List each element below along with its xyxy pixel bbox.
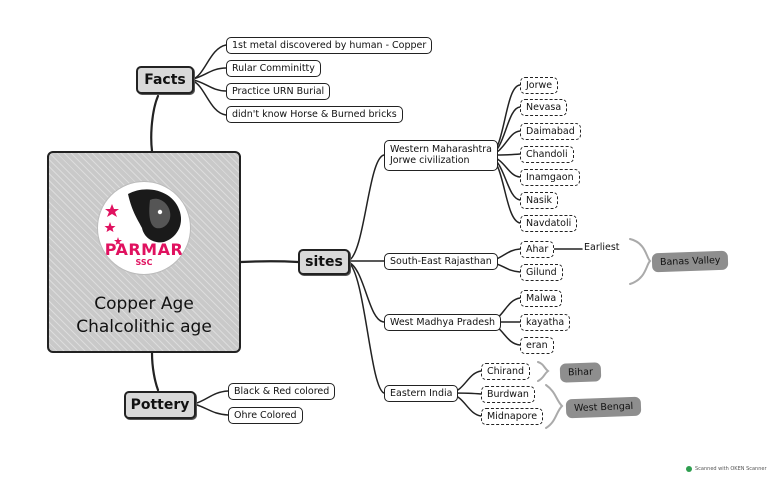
region-se-rajasthan: South-East Rajasthan — [384, 253, 498, 270]
site-item: Gilund — [520, 264, 563, 281]
site-item: eran — [520, 337, 554, 354]
central-title: Copper Age Chalcolithic age — [49, 293, 239, 339]
fact-item: Practice URN Burial — [226, 83, 331, 100]
scanner-logo-icon — [686, 466, 692, 472]
region-line2: Jorwe civilization — [390, 155, 470, 167]
site-item: Ahar — [520, 241, 555, 258]
central-title-line1: Copper Age — [94, 294, 194, 314]
note-banas-valley: Banas Valley — [651, 250, 729, 273]
logo-emblem: PARMAR SSC — [97, 181, 191, 275]
region-line1: Western Maharashtra — [390, 144, 492, 155]
category-sites: sites — [298, 249, 350, 275]
site-item: Nasik — [520, 192, 559, 209]
fact-item: 1st metal discovered by human - Copper — [226, 37, 433, 54]
site-item: Midnapore — [481, 408, 544, 425]
pottery-item: Black & Red colored — [228, 383, 336, 400]
logo-name: PARMAR — [104, 240, 184, 259]
region-eastern-india: Eastern India — [384, 385, 459, 402]
lion-icon — [104, 189, 182, 245]
scanner-watermark: Scanned with OKEN Scanner — [686, 466, 767, 472]
region-west-mp: West Madhya Pradesh — [384, 314, 502, 331]
site-item: Malwa — [520, 290, 563, 307]
note-west-bengal: West Bengal — [565, 396, 642, 419]
logo-sub: SSC — [135, 258, 153, 267]
site-item: Nevasa — [520, 99, 568, 116]
note-earliest: Earliest — [584, 242, 620, 253]
category-facts: Facts — [136, 66, 194, 94]
site-item: Inamgaon — [520, 169, 580, 186]
site-item: Chandoli — [520, 146, 574, 163]
fact-item: didn't know Horse & Burned bricks — [226, 106, 403, 123]
site-item: kayatha — [520, 314, 571, 331]
fact-item: Rular Comminitty — [226, 60, 321, 77]
pottery-item: Ohre Colored — [228, 407, 303, 424]
region-western-maharashtra: Western Maharashtra Jorwe civilization — [384, 140, 498, 171]
site-item: Burdwan — [481, 386, 535, 403]
central-title-line2: Chalcolithic age — [76, 316, 212, 337]
central-topic: PARMAR SSC Copper Age Chalcolithic age — [47, 151, 241, 353]
site-item: Navdatoli — [520, 215, 578, 232]
scanner-text: Scanned with OKEN Scanner — [695, 466, 767, 472]
note-bihar: Bihar — [559, 362, 602, 383]
site-item: Daimabad — [520, 123, 581, 140]
category-pottery: Pottery — [124, 391, 196, 419]
site-item: Chirand — [481, 363, 531, 380]
site-item: Jorwe — [520, 77, 559, 94]
